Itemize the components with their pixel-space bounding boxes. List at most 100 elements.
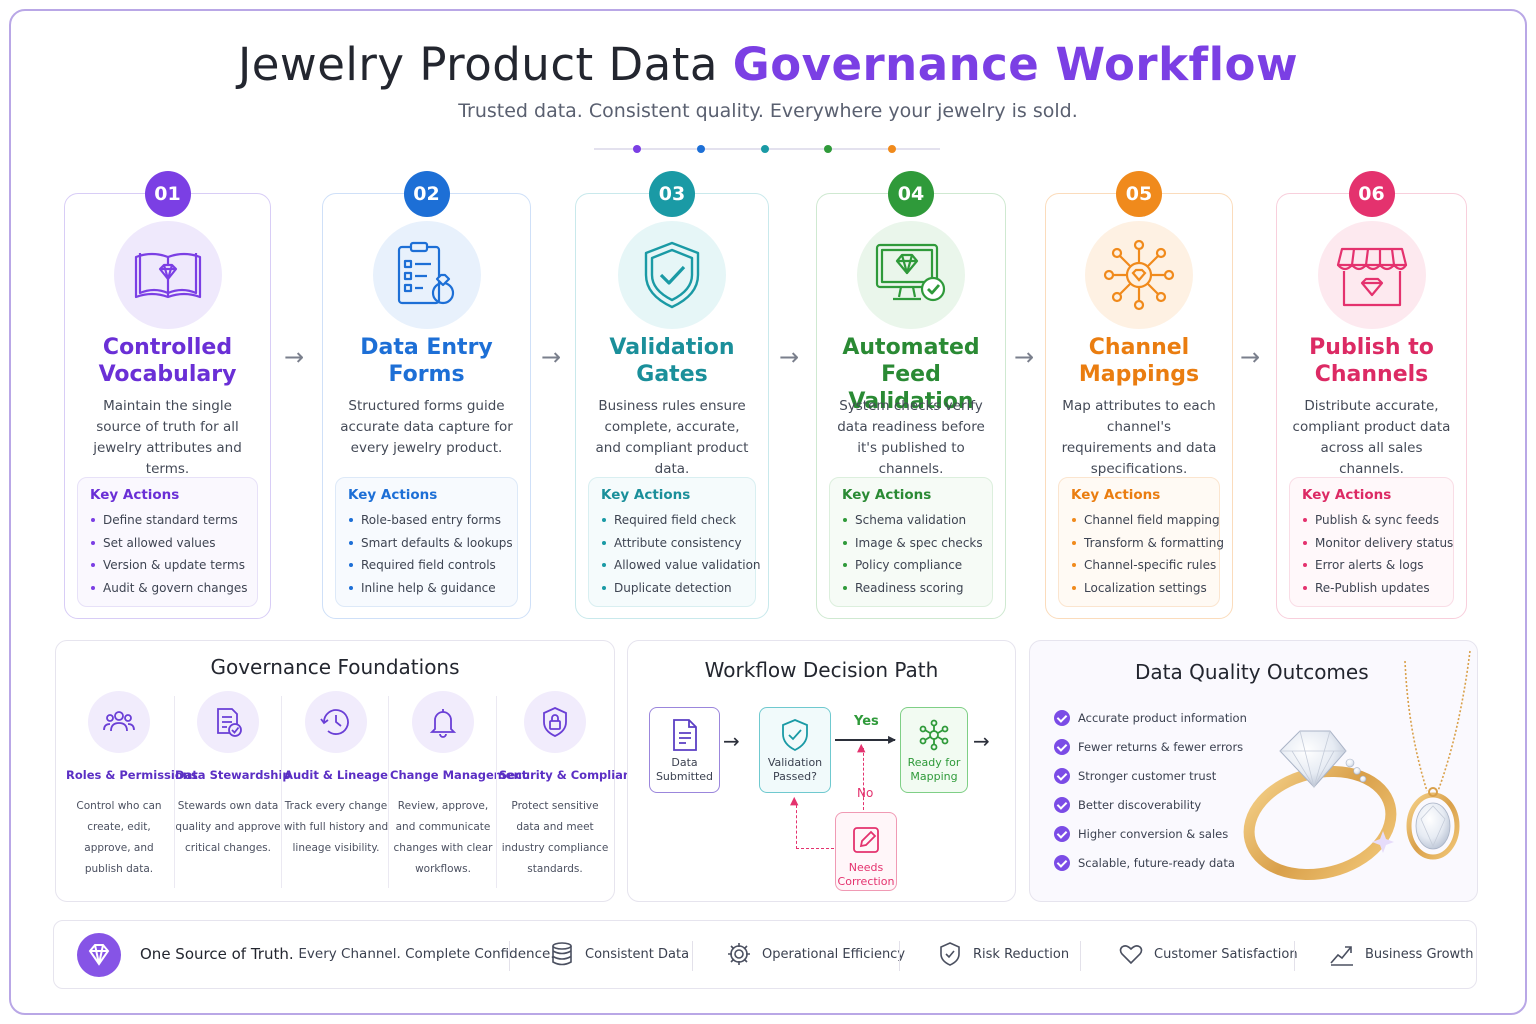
check-icon	[1054, 710, 1070, 726]
step-number-badge: 01	[144, 171, 191, 217]
arrow-up-icon: ▲	[857, 741, 866, 754]
foundation-description: Review, approve, and communicate changes…	[393, 800, 493, 875]
outcome-item: Higher conversion & sales	[1054, 825, 1247, 854]
shield-check-icon	[940, 942, 960, 966]
data-quality-outcomes-panel: Data Quality Outcomes Accurate product i…	[1029, 640, 1478, 902]
footer-divider	[1080, 941, 1081, 971]
foundation-title: Security & Compliance	[499, 768, 646, 782]
document-check-icon	[197, 691, 259, 753]
benefit-risk-reduction: Risk Reduction	[937, 921, 1069, 987]
flow-arrow-icon: →	[779, 343, 800, 371]
correction-return-line	[796, 848, 834, 849]
foundation-description: Track every change with full history and…	[283, 800, 389, 854]
benefit-consistent-data: Consistent Data	[549, 921, 689, 987]
foundation-title: Roles & Permissions	[66, 768, 198, 782]
key-actions-box: Key Actions Define standard terms Set al…	[77, 477, 258, 607]
foundation-audit-lineage: Audit & Lineage Track every change with …	[283, 691, 389, 891]
no-arrow-line	[863, 748, 864, 810]
column-divider	[281, 696, 282, 888]
step-description: Distribute accurate, compliant product d…	[1292, 398, 1451, 477]
jewelry-illustration	[1243, 650, 1471, 881]
divider-dot	[888, 145, 896, 153]
node-ready-for-mapping: Ready for Mapping	[900, 707, 968, 793]
outcomes-list: Accurate product information Fewer retur…	[1054, 709, 1247, 883]
key-action-item: Error alerts & logs	[1302, 554, 1441, 577]
benefit-operational-efficiency: Operational Efficiency	[726, 921, 905, 987]
check-icon	[1054, 797, 1070, 813]
divider-dot	[697, 145, 705, 153]
flow-arrow-icon: →	[284, 343, 305, 371]
divider-dot	[824, 145, 832, 153]
footer-divider	[692, 941, 693, 971]
node-label: Validation Passed?	[767, 756, 823, 783]
benefit-label: Risk Reduction	[973, 946, 1070, 962]
key-action-item: Channel-specific rules	[1071, 554, 1216, 577]
check-icon	[1054, 826, 1070, 842]
network-icon	[919, 719, 949, 751]
arrow-right-icon: ▸	[888, 729, 897, 748]
foundation-change-management: Change Management Review, approve, and c…	[390, 691, 527, 891]
yes-arrow-line	[835, 739, 895, 741]
panel-title: Governance Foundations	[210, 655, 460, 679]
arrow-right-icon: →	[973, 729, 990, 753]
shield-check-icon	[618, 221, 726, 329]
key-actions-title: Key Actions	[1302, 487, 1392, 503]
page-title: Jewelry Product Data Governance Workflow	[237, 38, 1299, 91]
step-description: System checks verify data readiness befo…	[837, 398, 985, 477]
panel-title: Workflow Decision Path	[704, 658, 939, 682]
foundation-data-stewardship: Data Stewardship Stewards own data quali…	[175, 691, 291, 891]
storefront-icon	[1317, 221, 1426, 329]
step-number-badge: 06	[1348, 171, 1395, 217]
correction-return-line	[796, 805, 797, 849]
gear-icon	[728, 943, 750, 965]
key-actions-box: Key Actions Schema validation Image & sp…	[829, 477, 993, 607]
key-actions-box: Key Actions Channel field mapping Transf…	[1058, 477, 1224, 607]
step-number-badge: 05	[1116, 171, 1162, 217]
foundation-title: Audit & Lineage	[284, 768, 388, 782]
shield-check-icon	[782, 719, 808, 752]
key-action-item: Re-Publish updates	[1302, 577, 1441, 600]
key-action-item: Transform & formatting	[1071, 532, 1224, 555]
arrow-up-icon: ▲	[790, 794, 799, 807]
key-action-item: Channel field mapping	[1071, 509, 1220, 532]
key-action-item: Schema validation	[842, 509, 980, 532]
key-action-item: Readiness scoring	[842, 577, 980, 600]
clipboard-ring-icon	[372, 221, 481, 329]
document-icon	[672, 719, 697, 751]
heart-icon	[1119, 945, 1143, 965]
flow-arrow-icon: →	[1240, 343, 1261, 371]
step-description: Map attributes to each channel's require…	[1061, 398, 1217, 477]
step-description: Business rules ensure complete, accurate…	[595, 398, 749, 477]
outcome-item: Scalable, future-ready data	[1054, 854, 1247, 883]
check-icon	[1054, 739, 1070, 755]
node-needs-correction: Needs Correction	[835, 812, 897, 891]
node-validation-passed: Validation Passed?	[759, 707, 831, 793]
footer-divider	[509, 941, 510, 971]
column-divider	[388, 696, 389, 888]
step-number-badge: 03	[649, 171, 695, 217]
no-label: No	[857, 786, 874, 800]
key-action-item: Audit & govern changes	[90, 577, 247, 600]
key-actions-box: Key Actions Publish & sync feeds Monitor…	[1289, 477, 1454, 607]
key-action-item: Define standard terms	[90, 509, 245, 532]
foundation-security-compliance: Security & Compliance Protect sensitive …	[499, 691, 646, 891]
outcome-item: Stronger customer trust	[1054, 767, 1247, 796]
key-action-item: Required field controls	[348, 554, 505, 577]
key-actions-box: Key Actions Role-based entry forms Smart…	[335, 477, 518, 607]
network-hub-icon	[1085, 221, 1193, 329]
governance-foundations-panel: Governance Foundations Roles & Permissio…	[55, 640, 646, 902]
step-description: Maintain the single source of truth for …	[93, 398, 242, 477]
key-action-item: Image & spec checks	[842, 532, 983, 555]
key-action-item: Required field check	[601, 509, 743, 532]
key-action-item: Attribute consistency	[601, 532, 743, 555]
key-actions-title: Key Actions	[1071, 487, 1161, 503]
key-action-item: Policy compliance	[842, 554, 980, 577]
step-number-badge: 02	[403, 171, 450, 217]
